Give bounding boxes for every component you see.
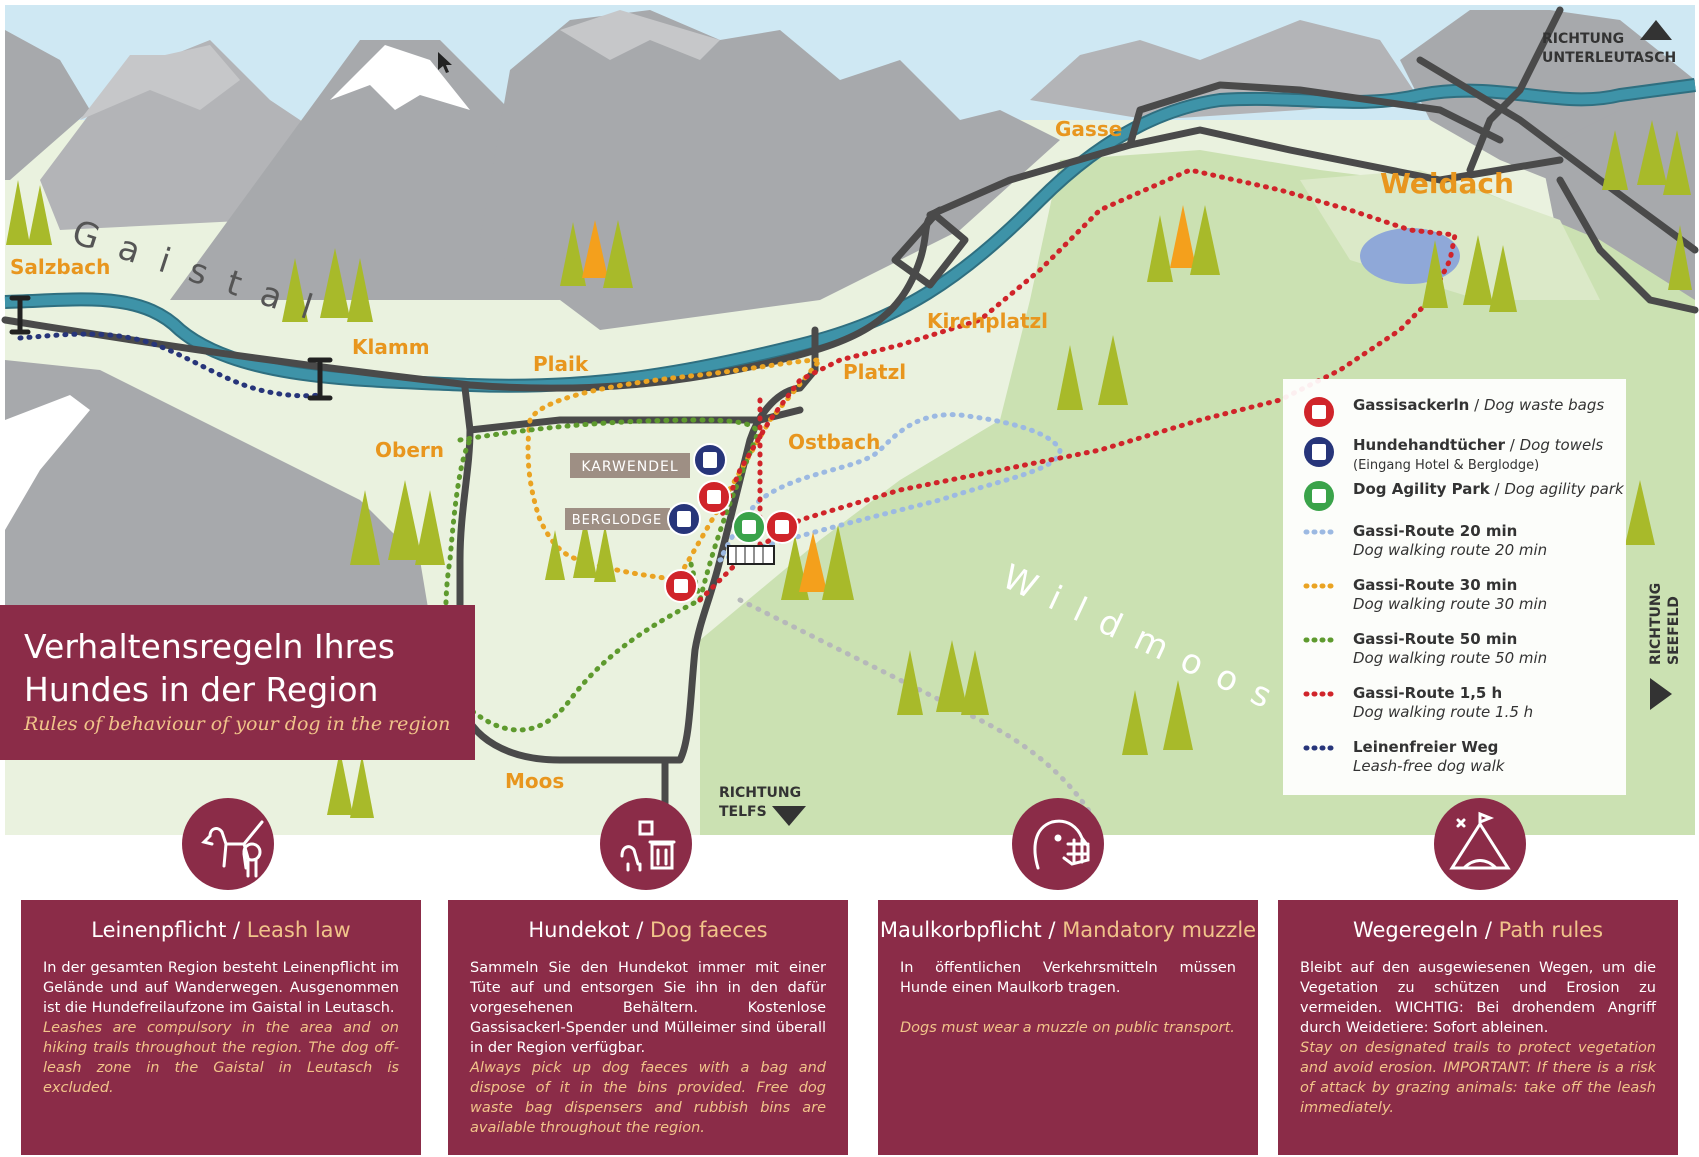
marker-dog-waste-bags-1: [697, 480, 731, 514]
hotel-karwendel-label: KARWENDEL: [570, 453, 690, 478]
rule-card-text: In der gesamten Region besteht Leinenpfl…: [43, 960, 399, 1096]
svg-text:KARWENDEL: KARWENDEL: [581, 459, 678, 475]
agility-fence: [727, 545, 775, 565]
route-30: [525, 357, 823, 583]
route-20-line: [1303, 529, 1335, 535]
svg-text:SEEFELD: SEEFELD: [1666, 596, 1682, 665]
svg-text:Moos: Moos: [505, 769, 564, 793]
rule-card-text: Bleibt auf den ausgewiesenen Wegen, um d…: [1300, 960, 1656, 1116]
svg-text:RICHTUNG: RICHTUNG: [719, 785, 801, 801]
route-15h-line: [1303, 691, 1335, 697]
svg-text:TELFS: TELFS: [719, 804, 767, 820]
rule-card-text: Sammeln Sie den Hundekot immer mit einer…: [470, 960, 826, 1136]
svg-text:Plaik: Plaik: [533, 352, 589, 376]
mouse-cursor: [438, 52, 452, 73]
leash-free-gates: [9, 295, 333, 401]
title-line-2: Hundes in der Region: [24, 670, 379, 709]
marker-dog-towels-karwendel: [693, 443, 727, 477]
svg-text:Platzl: Platzl: [843, 360, 906, 384]
direction-unterleutasch: RICHTUNG UNTERLEUTASCH: [1542, 20, 1676, 66]
map-legend: Gassisackerln / Dog waste bags Hundehand…: [1283, 379, 1626, 795]
rule-card-dog-faeces: Hundekot / Dog faeces Sammeln Sie den Hu…: [448, 900, 848, 1155]
marker-dog-waste-bags-2: [765, 510, 799, 544]
marker-dog-towels-berglodge: [667, 502, 701, 536]
rule-card-title: Wegeregeln / Path rules: [1352, 918, 1604, 942]
leashed-dog-icon: [182, 798, 274, 890]
rule-card-leash-law: Leinenpflicht / Leash law In der gesamte…: [21, 900, 421, 1155]
leash-free-line: [1303, 745, 1335, 751]
svg-text:Salzbach: Salzbach: [10, 255, 110, 279]
rule-card-title: Hundekot / Dog faeces: [528, 918, 768, 942]
path-rules-icon: [1434, 798, 1526, 890]
svg-text:RICHTUNG: RICHTUNG: [1542, 31, 1624, 47]
marker-dog-waste-bags-3: [664, 569, 698, 603]
route-30-line: [1303, 583, 1335, 589]
page-subtitle: Rules of behaviour of your dog in the re…: [24, 713, 451, 735]
rule-card-mandatory-muzzle: Maulkorbpflicht / Mandatory muzzle In öf…: [878, 900, 1258, 1155]
svg-text:Weidach: Weidach: [1380, 167, 1514, 200]
svg-text:Obern: Obern: [375, 438, 444, 462]
dog-faeces-bin-icon: [600, 798, 692, 890]
dog-waste-bag-icon: [1304, 397, 1334, 427]
rule-card-path-rules: Wegeregeln / Path rules Bleibt auf den a…: [1278, 900, 1678, 1155]
svg-text:BERGLODGE: BERGLODGE: [572, 513, 663, 528]
title-line-1: Verhaltensregeln Ihres: [24, 627, 395, 666]
leash-free-walk: [17, 331, 323, 399]
svg-text:Gasse: Gasse: [1055, 117, 1122, 141]
mountains: [5, 10, 1695, 620]
direction-seefeld: RICHTUNG SEEFELD: [1648, 583, 1682, 710]
svg-text:Kirchplatzl: Kirchplatzl: [927, 309, 1048, 333]
marker-dog-agility-park: [732, 510, 766, 544]
rule-card-title: Maulkorbpflicht / Mandatory muzzle: [879, 918, 1257, 942]
svg-text:UNTERLEUTASCH: UNTERLEUTASCH: [1542, 50, 1676, 66]
svg-text:Ostbach: Ostbach: [788, 430, 880, 454]
route-50-line: [1303, 637, 1335, 643]
dog-towel-icon: [1304, 437, 1334, 467]
trees: [6, 120, 1692, 818]
hotel-berglodge-label: BERGLODGE: [565, 508, 670, 530]
dog-muzzle-icon: [1012, 798, 1104, 890]
direction-telfs: RICHTUNG TELFS: [719, 785, 806, 826]
lake: [1360, 228, 1460, 284]
rule-card-title: Leinenpflicht / Leash law: [91, 918, 351, 942]
dog-agility-icon: [1304, 481, 1334, 511]
svg-text:Klamm: Klamm: [352, 335, 430, 359]
rule-card-text: In öffentlichen Verkehrsmitteln müssen H…: [900, 960, 1236, 1036]
route-20: [717, 412, 1063, 563]
svg-text:RICHTUNG: RICHTUNG: [1648, 583, 1664, 665]
